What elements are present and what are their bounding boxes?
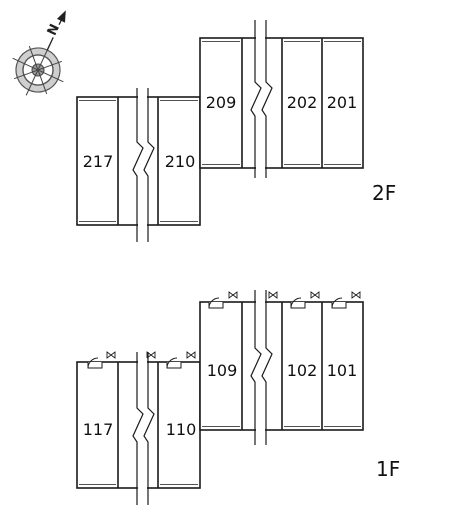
room-number: 102 — [287, 361, 318, 380]
meter-icon — [186, 351, 196, 359]
room-number: 117 — [83, 420, 114, 439]
compass-icon: N — [12, 10, 66, 96]
room-number: 101 — [327, 361, 358, 380]
floor-label: 1F — [376, 457, 400, 481]
meter-icon — [351, 291, 361, 299]
omission-break-line — [132, 352, 144, 505]
break-gap — [138, 219, 147, 228]
break-gap — [256, 298, 265, 307]
meter-icon — [106, 351, 116, 359]
floor-1f: 117 110 109 102 101 1F — [76, 290, 400, 505]
door-recess — [208, 302, 224, 309]
meter-icon — [268, 291, 278, 299]
north-arrow-head-icon — [56, 10, 66, 23]
room-number: 110 — [166, 420, 197, 439]
door-icon — [87, 357, 103, 369]
door-icon — [331, 297, 347, 309]
meter-icon — [310, 291, 320, 299]
room-number: 210 — [165, 152, 196, 171]
door-recess — [87, 362, 103, 369]
door-swing — [290, 297, 302, 309]
omission-break-line — [143, 352, 155, 505]
room-number: 109 — [207, 361, 238, 380]
door-icon — [290, 297, 306, 309]
door-icon — [208, 297, 224, 309]
break-gap — [256, 424, 265, 433]
door-swing — [331, 297, 343, 309]
door-swing — [208, 297, 220, 309]
room-number: 217 — [83, 152, 114, 171]
break-gap — [138, 483, 147, 492]
omission-break-line — [261, 20, 273, 178]
omission-break-line — [250, 290, 262, 445]
door-swing — [166, 357, 178, 369]
door-swing — [87, 357, 99, 369]
door-recess — [331, 302, 347, 309]
room-number: 202 — [287, 93, 318, 112]
floor-2f: 217 210 209 202 201 2F — [76, 20, 396, 242]
meter-icon — [228, 291, 238, 299]
door-recess — [290, 302, 306, 309]
door-recess — [166, 362, 182, 369]
north-label: N — [45, 22, 63, 38]
break-gap — [138, 94, 147, 103]
room-number: 209 — [206, 93, 237, 112]
room-number: 201 — [327, 93, 358, 112]
meter-icon — [146, 351, 156, 359]
compass-spoke — [13, 60, 63, 80]
door-icon — [166, 357, 182, 369]
omission-break-line — [143, 88, 155, 242]
break-gap — [138, 358, 147, 367]
omission-break-line — [261, 290, 273, 445]
break-gap — [256, 162, 265, 171]
break-gap — [256, 35, 265, 44]
north-arrow-shaft — [46, 37, 54, 51]
omission-break-line — [250, 20, 262, 178]
floor-label: 2F — [372, 181, 396, 205]
omission-break-line — [132, 88, 144, 242]
